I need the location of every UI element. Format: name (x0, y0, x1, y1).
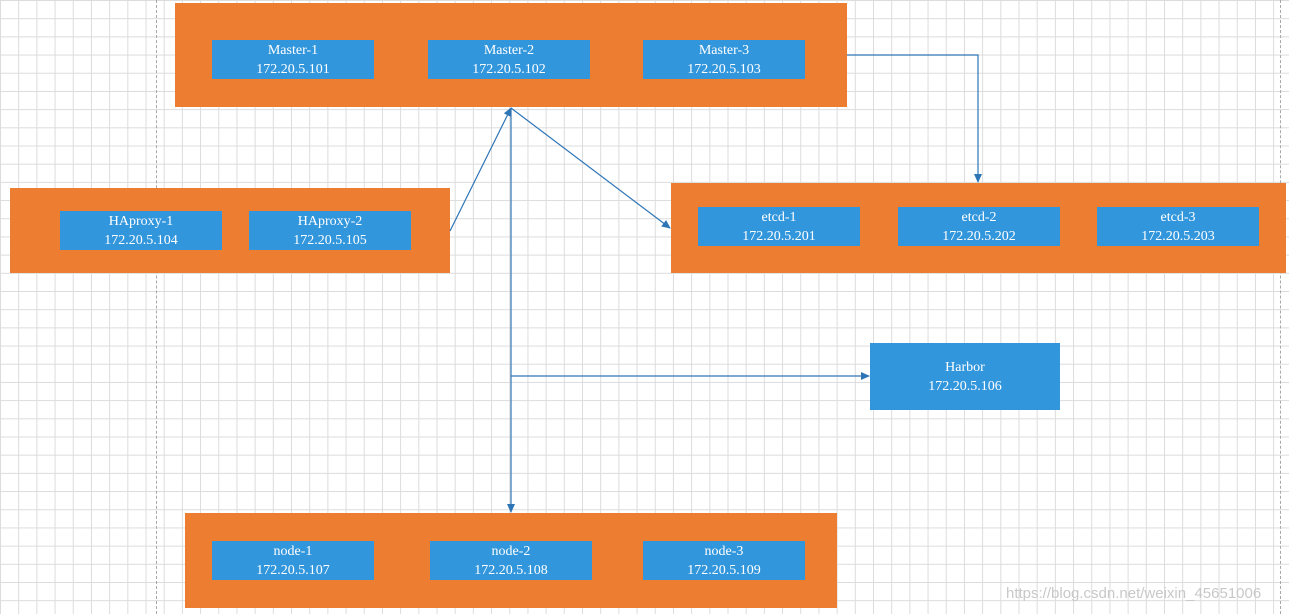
master-1-node[interactable]: Master-1 172.20.5.101 (212, 40, 374, 79)
etcd-1-node[interactable]: etcd-1 172.20.5.201 (698, 207, 860, 246)
master-3-name: Master-3 (698, 42, 750, 58)
page-guide-left (156, 0, 157, 614)
haproxy-1-node[interactable]: HAproxy-1 172.20.5.104 (60, 211, 222, 250)
etcd-2-ip: 172.20.5.202 (942, 228, 1016, 244)
master-2-ip: 172.20.5.102 (472, 61, 546, 77)
etcd-3-node[interactable]: etcd-3 172.20.5.203 (1097, 207, 1259, 246)
master-2-node[interactable]: Master-2 172.20.5.102 (428, 40, 590, 79)
etcd-3-name: etcd-3 (1160, 209, 1196, 225)
harbor-node[interactable]: Harbor 172.20.5.106 (870, 343, 1060, 410)
harbor-name: Harbor (945, 359, 985, 375)
masters-to-etcd-diagonal-arrow (510, 107, 671, 229)
node-3-name: node-3 (704, 543, 744, 559)
harbor-ip: 172.20.5.106 (928, 378, 1002, 394)
master-3-node[interactable]: Master-3 172.20.5.103 (643, 40, 805, 79)
page-guide-right (1280, 0, 1281, 614)
node-2-node[interactable]: node-2 172.20.5.108 (430, 541, 592, 580)
node-2-name: node-2 (491, 543, 531, 559)
etcd-group: etcd-1 172.20.5.201 etcd-2 172.20.5.202 … (671, 183, 1286, 273)
etcd-1-ip: 172.20.5.201 (742, 228, 816, 244)
workers-group: node-1 172.20.5.107 node-2 172.20.5.108 … (185, 513, 837, 608)
masters-group: Master-1 172.20.5.101 Master-2 172.20.5.… (175, 3, 847, 107)
master-1-name: Master-1 (267, 42, 319, 58)
masters-to-etcd-elbow-arrow (847, 54, 982, 183)
etcd-2-node[interactable]: etcd-2 172.20.5.202 (898, 207, 1060, 246)
master-3-ip: 172.20.5.103 (687, 61, 761, 77)
node-3-ip: 172.20.5.109 (687, 562, 761, 578)
node-2-ip: 172.20.5.108 (474, 562, 548, 578)
etcd-2-name: etcd-2 (961, 209, 997, 225)
master-2-name: Master-2 (483, 42, 535, 58)
node-1-ip: 172.20.5.107 (256, 562, 330, 578)
watermark-text: https://blog.csdn.net/weixin_45651006 (1006, 585, 1262, 602)
master-1-ip: 172.20.5.101 (256, 61, 330, 77)
node-1-name: node-1 (273, 543, 313, 559)
haproxy-2-ip: 172.20.5.105 (293, 232, 367, 248)
etcd-1-name: etcd-1 (761, 209, 797, 225)
node-1-node[interactable]: node-1 172.20.5.107 (212, 541, 374, 580)
haproxy-to-masters-arrow (449, 107, 512, 232)
node-3-node[interactable]: node-3 172.20.5.109 (643, 541, 805, 580)
haproxy-group: HAproxy-1 172.20.5.104 HAproxy-2 172.20.… (10, 188, 450, 273)
haproxy-2-name: HAproxy-2 (297, 213, 363, 229)
haproxy-1-ip: 172.20.5.104 (104, 232, 178, 248)
etcd-3-ip: 172.20.5.203 (1141, 228, 1215, 244)
haproxy-1-name: HAproxy-1 (108, 213, 174, 229)
haproxy-2-node[interactable]: HAproxy-2 172.20.5.105 (249, 211, 411, 250)
